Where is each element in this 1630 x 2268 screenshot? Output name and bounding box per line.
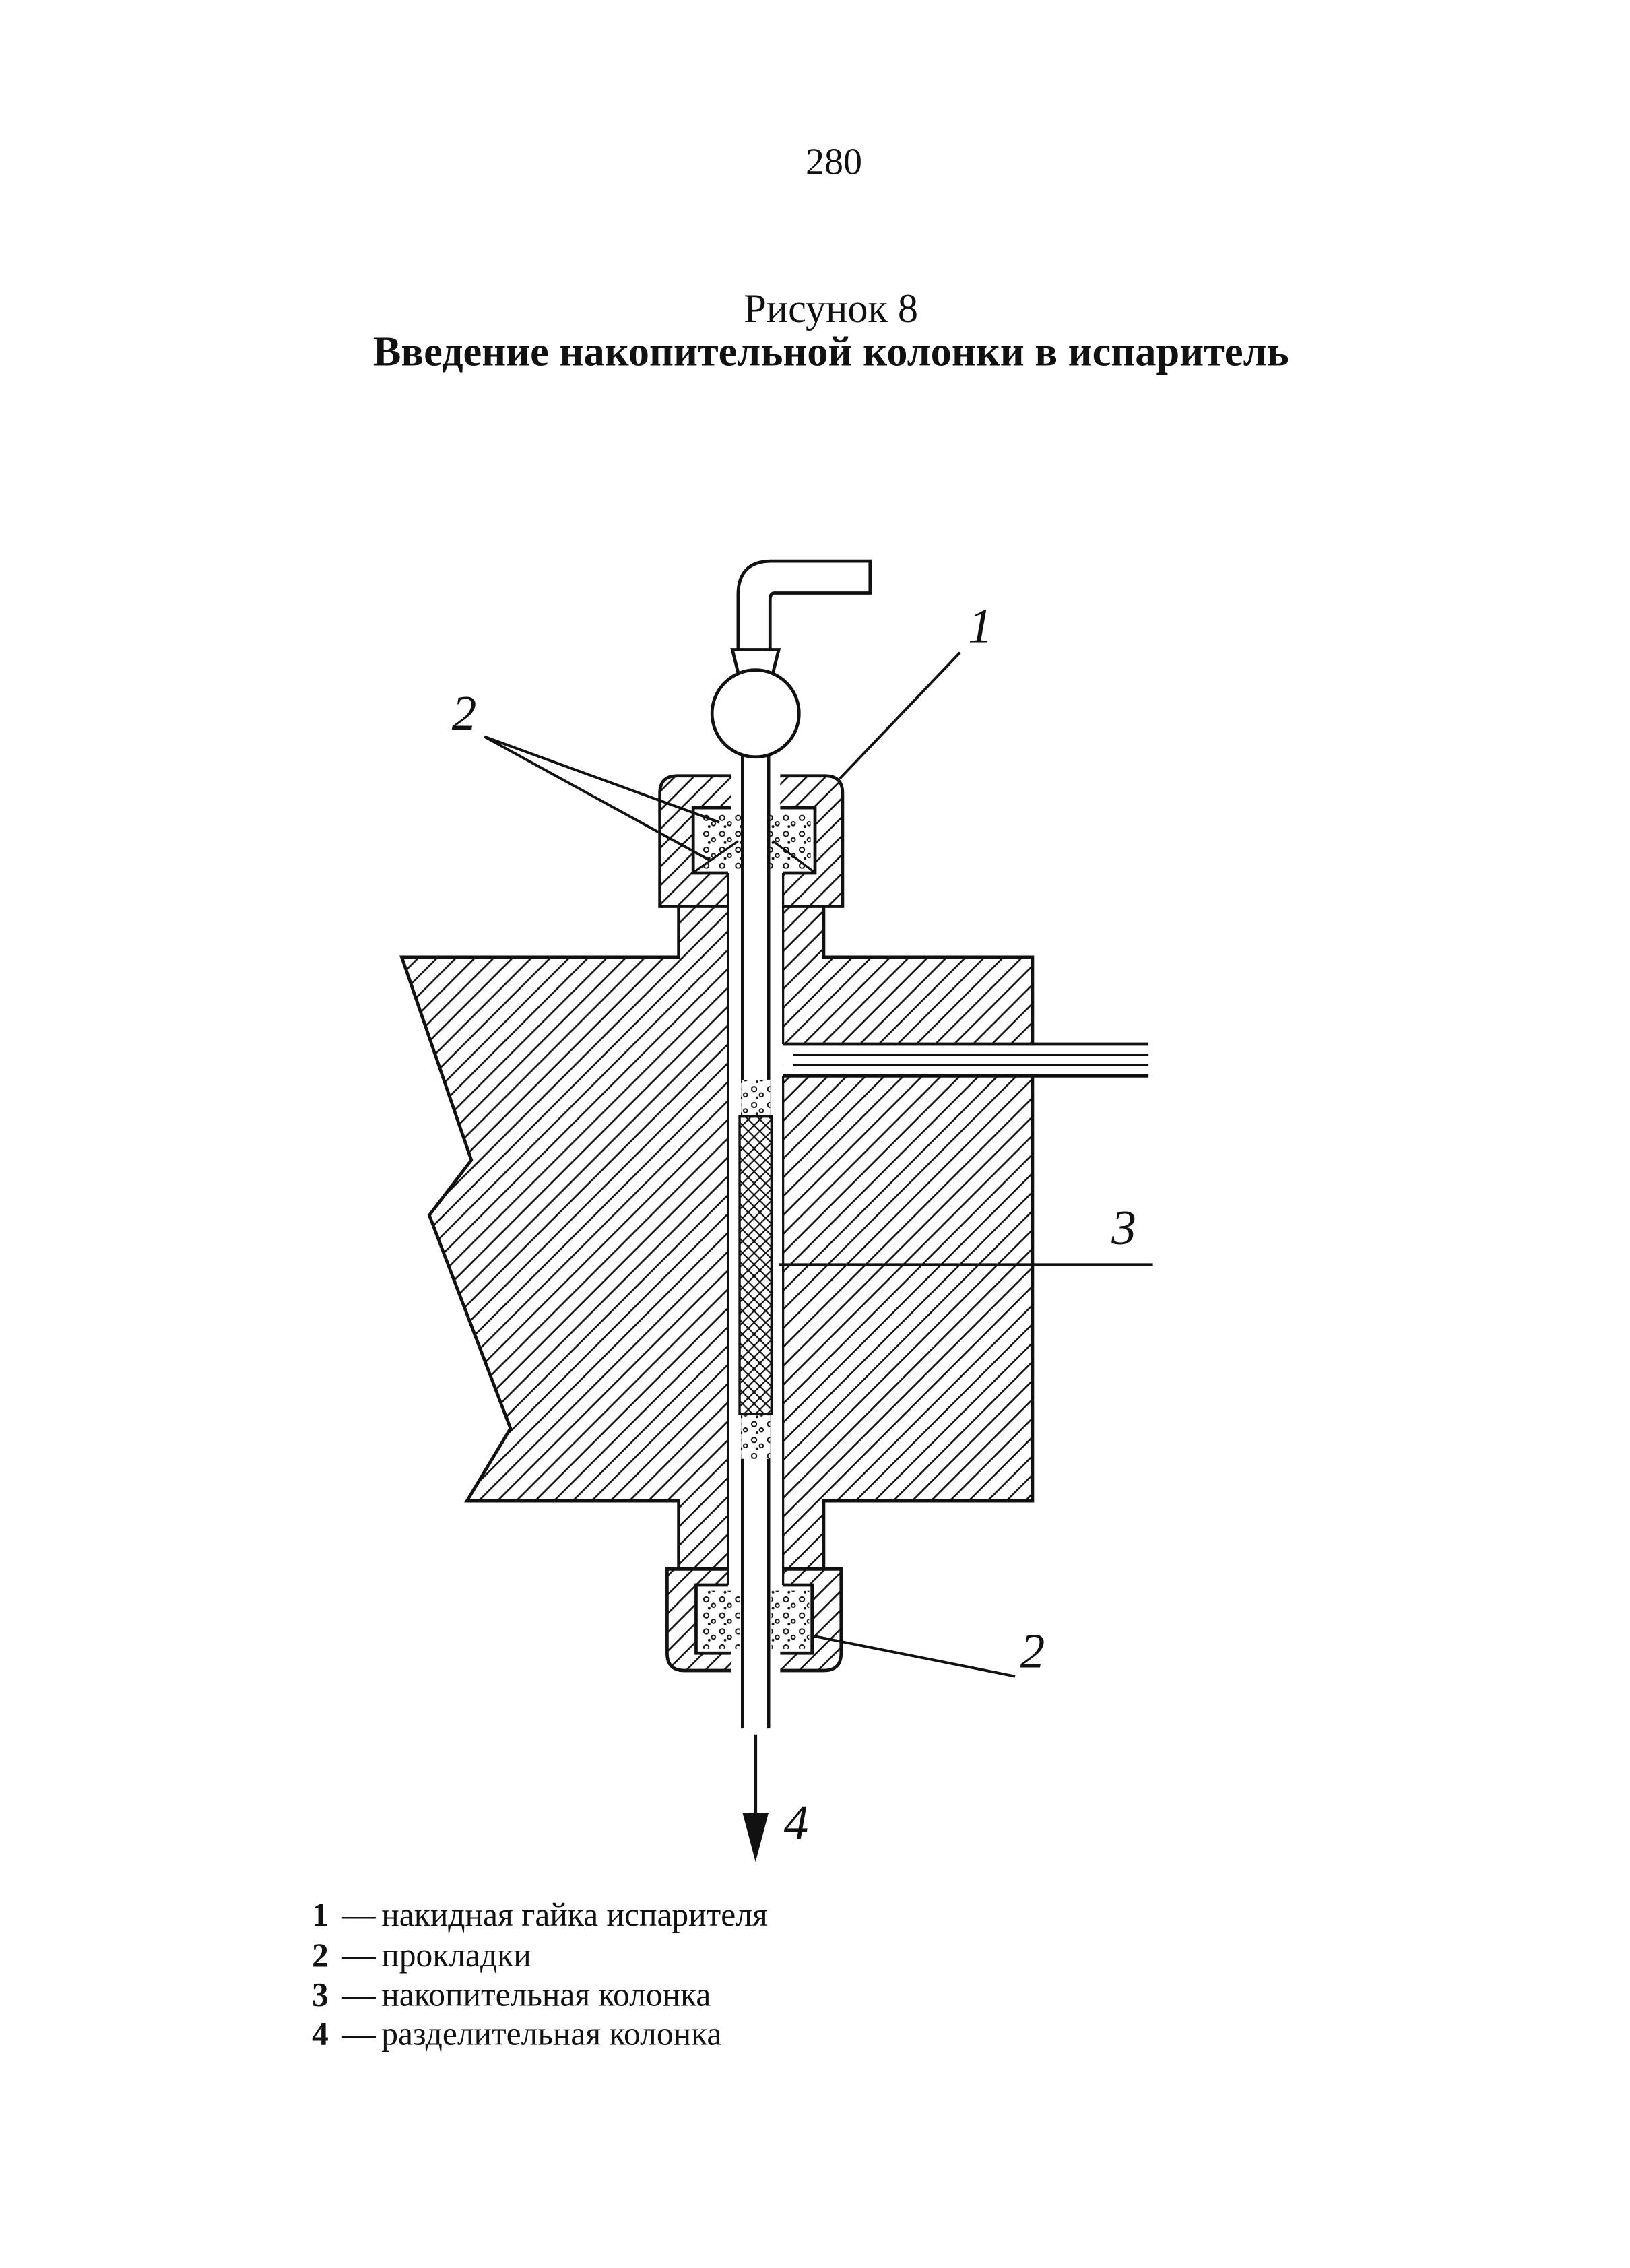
side-port-channel	[783, 1045, 1149, 1075]
gasket-top-right	[770, 812, 811, 869]
legend-label-4: разделительная колонка	[381, 2015, 721, 2052]
side-port-walls	[783, 1042, 1149, 1078]
legend-dash-1: —	[341, 1896, 376, 1933]
legend-num-2: 2	[312, 1937, 329, 1974]
nut-top-hole	[731, 773, 781, 811]
leader-2-bottom	[812, 1634, 1016, 1678]
page-number: 280	[806, 141, 862, 183]
figure-title: Введение накопительной колонки в испарит…	[373, 328, 1289, 375]
callout-gaskets-top: 2	[452, 686, 477, 740]
gasket-top-left	[700, 812, 742, 869]
gasket-bottom-left	[700, 1590, 740, 1649]
legend-label-3: накопительная колонка	[381, 1976, 711, 2013]
packing-lower	[741, 1415, 771, 1459]
evaporator-body	[399, 900, 1035, 1571]
packing-upper	[741, 1080, 771, 1115]
callout-gaskets-bottom: 2	[1020, 1624, 1045, 1679]
ball-joint	[710, 668, 801, 759]
legend-dash-4: —	[341, 2015, 376, 2052]
gasket-bottom-right	[771, 1590, 810, 1649]
legend: 1 — накидная гайка испарителя 2 — прокла…	[312, 1896, 768, 2052]
accumulation-column	[738, 1115, 773, 1415]
legend-num-4: 4	[312, 2015, 329, 2052]
legend-label-2: прокладки	[381, 1937, 531, 1974]
figure-caption: Рисунок 8	[744, 286, 918, 331]
legend-num-3: 3	[312, 1976, 329, 2013]
legend-dash-3: —	[341, 1976, 376, 2013]
callout-accumulation-column: 3	[1111, 1200, 1136, 1255]
leader-2-top	[484, 735, 720, 862]
side-port-inner-tube	[793, 1054, 1149, 1066]
callout-separation-column: 4	[784, 1795, 809, 1850]
legend-label-1: накидная гайка испарителя	[381, 1896, 767, 1933]
legend-num-1: 1	[312, 1896, 329, 1933]
flow-arrow-head	[742, 1813, 769, 1862]
callout-union-nut: 1	[968, 599, 993, 653]
inlet-elbow-tube	[736, 559, 872, 680]
legend-dash-2: —	[341, 1937, 376, 1974]
leader-1	[839, 651, 961, 780]
nut-seat-lines	[694, 840, 814, 873]
